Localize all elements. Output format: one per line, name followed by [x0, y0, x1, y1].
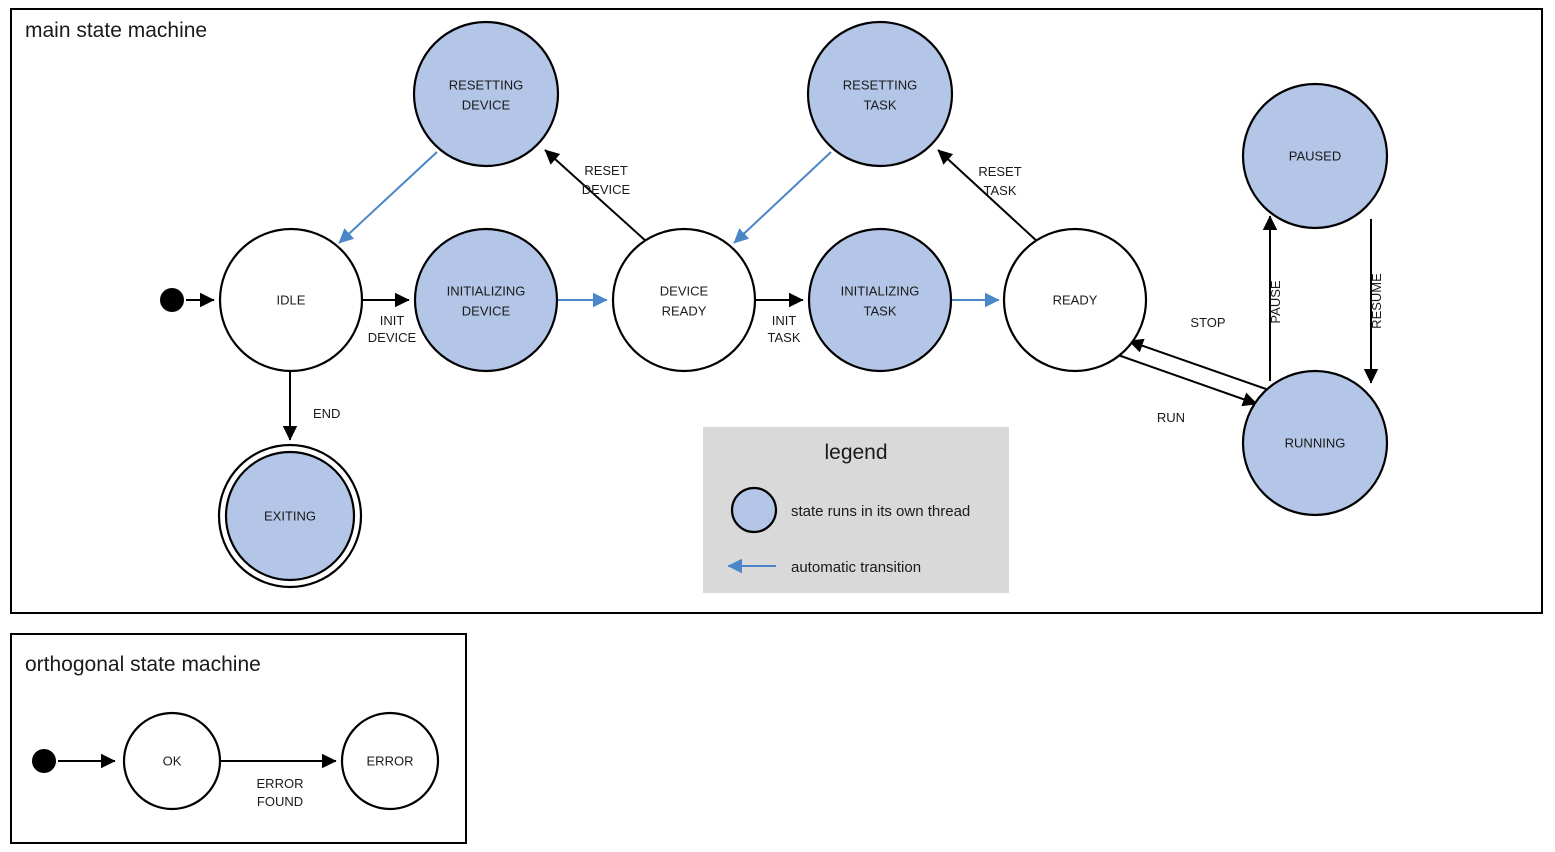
state-resetting-task[interactable]: RESETTING TASK: [806, 20, 954, 168]
state-resetting-device-label-1: RESETTING: [449, 77, 523, 92]
state-error[interactable]: ERROR: [340, 711, 440, 811]
main-states-layer: IDLE RESETTING DEVICE INITIALIZING DEVIC…: [160, 20, 1389, 589]
main-transitions-layer: INIT DEVICE RESET DEVICE INIT TASK RESET…: [186, 149, 1384, 441]
state-initializing-device-label-2: DEVICE: [462, 303, 511, 318]
state-initializing-device-label-1: INITIALIZING: [447, 283, 526, 298]
orthogonal-state-machine-frame: orthogonal state machine ERROR FOUND OK …: [10, 633, 467, 844]
state-error-circle[interactable]: [340, 711, 440, 811]
state-initializing-task-circle[interactable]: [807, 227, 953, 373]
state-resetting-task-label-2: TASK: [864, 97, 897, 112]
transition-running-ready-stop: [1128, 338, 1267, 390]
transition-label-init-device-1: INIT: [380, 313, 405, 328]
transition-ready-resettask: [937, 149, 1040, 244]
state-paused-circle[interactable]: [1241, 82, 1389, 230]
transition-resetdevice-idle: [338, 151, 438, 244]
state-exiting-circle[interactable]: [224, 450, 356, 582]
transition-label-init-task-2: TASK: [768, 330, 801, 345]
main-frame-title: main state machine: [25, 19, 207, 42]
transition-label-reset-device-1: RESET: [584, 163, 627, 178]
state-running-label: RUNNING: [1285, 435, 1346, 450]
transition-label-reset-device-2: DEVICE: [582, 182, 631, 197]
state-exiting-label: EXITING: [264, 508, 316, 523]
state-resetting-task-label-1: RESETTING: [843, 77, 917, 92]
legend-thread-state-icon: [730, 486, 778, 534]
state-initializing-device[interactable]: INITIALIZING DEVICE: [413, 227, 559, 373]
legend-title: legend: [824, 441, 887, 464]
transition-label-error-found-2: FOUND: [257, 794, 303, 809]
state-ready-circle[interactable]: [1002, 227, 1148, 373]
state-resetting-device-circle[interactable]: [412, 20, 560, 168]
transition-label-init-device-2: DEVICE: [368, 330, 417, 345]
transition-label-error-found-1: ERROR: [257, 776, 304, 791]
orthogonal-frame-border: [10, 633, 467, 844]
transition-label-reset-task-1: RESET: [978, 164, 1021, 179]
main-state-machine-frame: main state machine: [10, 8, 1543, 614]
state-exiting[interactable]: EXITING: [217, 443, 363, 589]
state-resetting-device-label-2: DEVICE: [462, 97, 511, 112]
state-ok-circle[interactable]: [122, 711, 222, 811]
state-ok[interactable]: OK: [122, 711, 222, 811]
state-ok-label: OK: [163, 753, 182, 768]
transition-label-run: RUN: [1157, 410, 1185, 425]
transition-label-reset-task-2: TASK: [984, 183, 1017, 198]
orthogonal-frame-title: orthogonal state machine: [25, 653, 261, 676]
state-idle-circle[interactable]: [218, 227, 364, 373]
transition-label-stop: STOP: [1190, 315, 1225, 330]
state-idle[interactable]: IDLE: [218, 227, 364, 373]
state-running[interactable]: RUNNING: [1241, 369, 1389, 517]
state-initializing-task-label-1: INITIALIZING: [841, 283, 920, 298]
state-paused[interactable]: PAUSED: [1241, 82, 1389, 230]
state-device-ready[interactable]: DEVICE READY: [611, 227, 757, 373]
transition-resettask-deviceready: [733, 151, 832, 244]
transition-label-end: END: [313, 406, 340, 421]
state-paused-label: PAUSED: [1289, 148, 1342, 163]
state-device-ready-label-2: READY: [662, 303, 707, 318]
state-ready[interactable]: READY: [1002, 227, 1148, 373]
state-device-ready-circle[interactable]: [611, 227, 757, 373]
legend: legend state runs in its own thread auto…: [703, 427, 1009, 593]
transition-label-init-task-1: INIT: [772, 313, 797, 328]
initial-state-marker: [160, 288, 184, 312]
state-initializing-task[interactable]: INITIALIZING TASK: [807, 227, 953, 373]
state-ready-label: READY: [1053, 292, 1098, 307]
transition-ready-running-run: [1117, 354, 1258, 407]
state-initializing-device-circle[interactable]: [413, 227, 559, 373]
transition-label-pause: PAUSE: [1268, 280, 1283, 323]
state-idle-label: IDLE: [277, 292, 306, 307]
legend-item-thread-state-label: state runs in its own thread: [791, 503, 970, 520]
state-initializing-task-label-2: TASK: [864, 303, 897, 318]
main-frame-border: [10, 8, 1543, 614]
transition-deviceready-resetdevice: [544, 149, 648, 243]
state-resetting-device[interactable]: RESETTING DEVICE: [412, 20, 560, 168]
transition-label-resume: RESUME: [1369, 273, 1384, 329]
state-device-ready-label-1: DEVICE: [660, 283, 709, 298]
state-error-label: ERROR: [367, 753, 414, 768]
state-running-circle[interactable]: [1241, 369, 1389, 517]
legend-item-automatic-transition-label: automatic transition: [791, 559, 921, 576]
state-resetting-task-circle[interactable]: [806, 20, 954, 168]
orthogonal-initial-state-marker: [32, 749, 56, 773]
